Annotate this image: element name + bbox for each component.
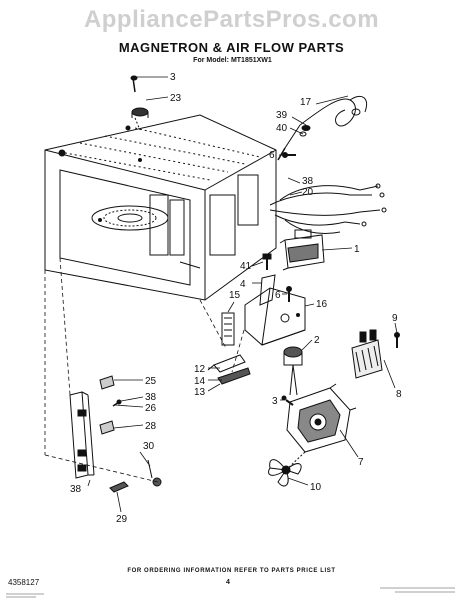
callout-26: 26: [145, 403, 157, 414]
callout-14: 14: [194, 376, 206, 387]
callout-labels: 3 23 17 39 40 6 38 20 1 41 4 6 15 16 2 9…: [70, 72, 402, 525]
fan-blade: [268, 451, 306, 487]
callout-40: 40: [276, 123, 288, 134]
fan-motor-mount: [283, 346, 303, 396]
callout-23: 23: [170, 93, 182, 104]
callout-29: 29: [116, 514, 128, 525]
callout-38-bottom: 38: [70, 484, 82, 495]
callout-13: 13: [194, 387, 206, 398]
top-screw-and-thermostat: [130, 75, 149, 131]
callout-30: 30: [143, 441, 155, 452]
document-number: 4358127: [8, 578, 40, 587]
corner-fine-print-marks: [6, 587, 455, 598]
harness-screws: [282, 125, 311, 158]
fan-motor-housing: [286, 383, 357, 453]
callout-2: 2: [314, 335, 320, 346]
watermark-text: AppliancePartsPros.com: [83, 6, 380, 33]
model-number: MT1851XW1: [230, 57, 272, 64]
callout-6-top: 6: [269, 150, 275, 161]
air-guide-duct: [244, 253, 306, 346]
callout-8: 8: [396, 389, 402, 400]
cavity-assembly: [44, 114, 277, 301]
callout-3-top: 3: [170, 72, 176, 83]
callout-10: 10: [310, 482, 322, 493]
callout-38-mid: 38: [145, 392, 157, 403]
model-line: For Model:MT1851XW1: [0, 57, 463, 64]
bottom-screw-three: [281, 395, 294, 406]
callout-1: 1: [354, 244, 360, 255]
callout-15: 15: [229, 290, 241, 301]
callout-9: 9: [392, 313, 398, 324]
callout-39: 39: [276, 110, 288, 121]
page-title: MAGNETRON & AIR FLOW PARTS: [118, 40, 345, 55]
callout-7: 7: [358, 457, 364, 468]
page-number: 4: [226, 579, 230, 586]
callout-12: 12: [194, 364, 206, 375]
screw-six-mid: [286, 286, 292, 302]
switch-levers: [207, 354, 251, 385]
fuse-holder: [221, 312, 235, 346]
model-prefix: For Model:: [193, 57, 229, 64]
high-voltage-capacitor: [351, 329, 400, 379]
callout-4: 4: [240, 279, 246, 290]
callout-20: 20: [302, 187, 314, 198]
callout-28: 28: [145, 421, 157, 432]
callout-25: 25: [145, 376, 157, 387]
ordering-info-note: FOR ORDERING INFORMATION REFER TO PARTS …: [127, 568, 336, 574]
callout-38-top: 38: [302, 176, 314, 187]
leader-lines: [44, 76, 398, 513]
magnetron: [279, 229, 325, 271]
callout-6-mid: 6: [275, 290, 281, 301]
door-latch-assembly: [69, 375, 162, 493]
callout-16: 16: [316, 299, 328, 310]
wire-harness: [269, 96, 387, 234]
callout-3-bottom: 3: [272, 396, 278, 407]
callout-17: 17: [300, 97, 312, 108]
callout-41: 41: [240, 261, 252, 272]
